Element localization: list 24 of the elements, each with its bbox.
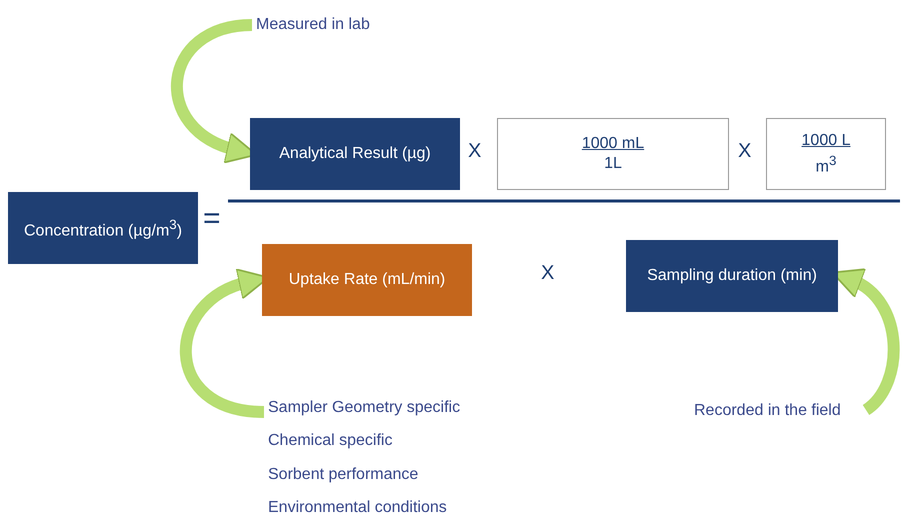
note-text: Sampler Geometry specific (268, 398, 460, 418)
formula-box (262, 244, 472, 316)
equals-sign: = (203, 202, 221, 236)
note-text: Sorbent performance (268, 464, 418, 485)
formula-box (626, 240, 838, 312)
note-text: Chemical specific (268, 431, 392, 452)
multiply-sign: X (738, 140, 752, 163)
note-text: Recorded in the field (694, 401, 841, 421)
fraction-box (497, 118, 729, 190)
denominator: 1L (604, 154, 622, 174)
note-text: Environmental conditions (268, 498, 447, 518)
numerator: 1000 mL (582, 134, 644, 154)
fraction-box (766, 118, 886, 190)
formula-box (8, 192, 198, 264)
multiply-sign: X (541, 262, 554, 285)
denominator: m$^{3}$ (816, 152, 836, 178)
box-label: Sampling duration (min) (647, 266, 817, 286)
box-label: Uptake Rate (mL/min) (288, 270, 446, 290)
numerator: 1000 L (802, 130, 850, 151)
formula-box (250, 118, 460, 190)
box-label: Analytical Result (µg) (279, 144, 431, 164)
note-text: Measured in lab (256, 15, 370, 35)
box-label: Concentration (µg/m$^{3}$) (24, 216, 182, 242)
multiply-sign: X (468, 140, 482, 163)
